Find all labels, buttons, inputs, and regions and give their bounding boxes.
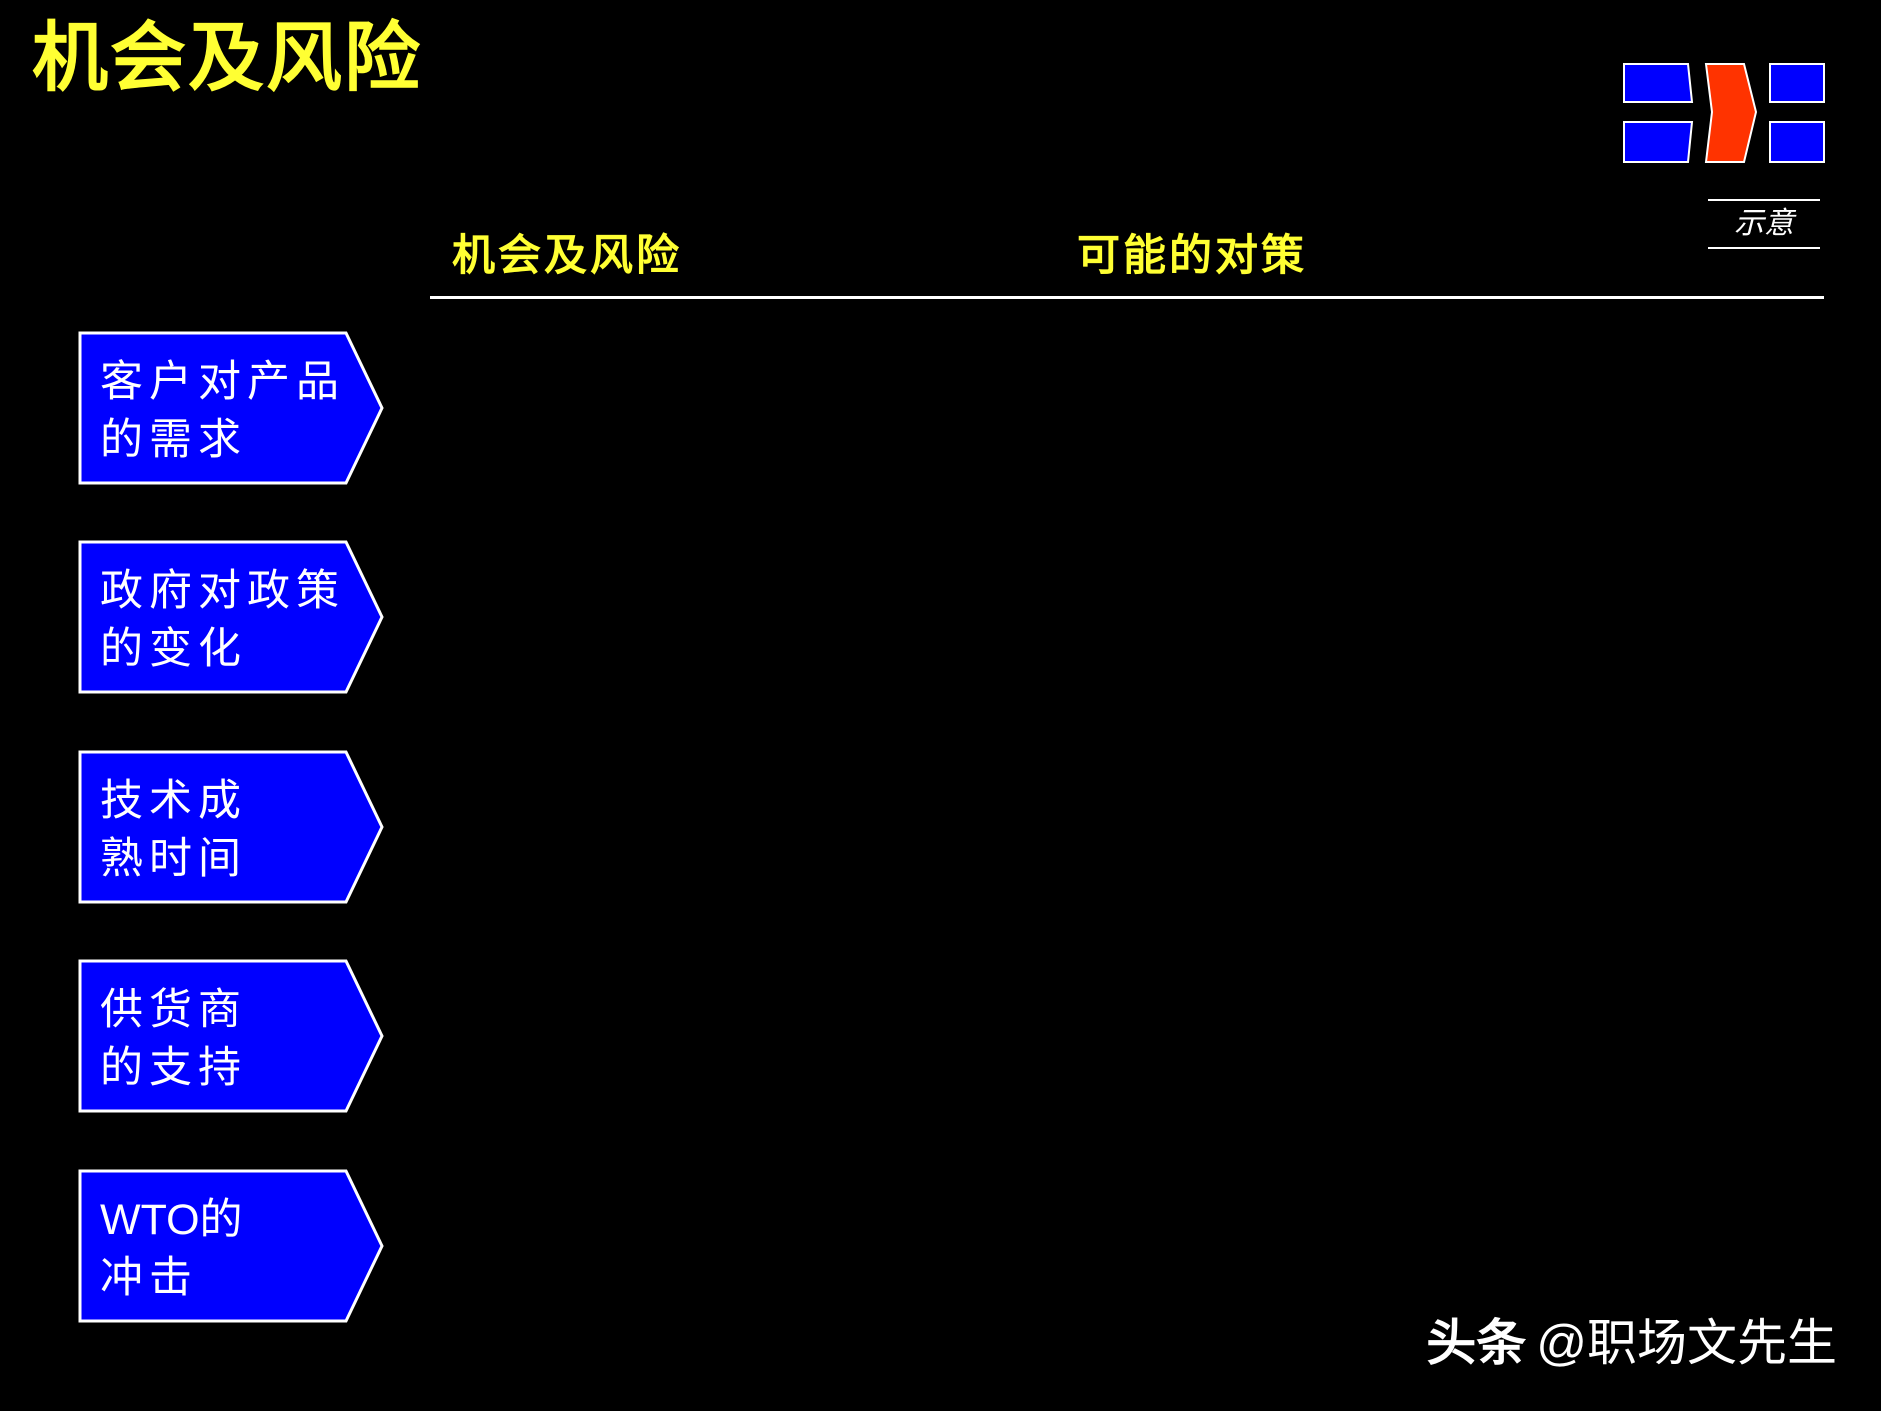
factor-supplier-support: 供货商 的支持: [78, 959, 386, 1113]
watermark-brand: 头条: [1426, 1315, 1527, 1371]
factor-chevron-shape: [78, 331, 384, 485]
factor-label: 客户对产品 的需求: [100, 353, 350, 469]
factor-chevron-shape: [78, 540, 384, 694]
factor-label: 政府对政策 的变化: [100, 562, 350, 678]
factor-policy-change: 政府对政策 的变化: [78, 540, 386, 694]
header-divider: [430, 296, 1824, 299]
page-title: 机会及风险: [32, 13, 422, 102]
factor-label-line: 的需求: [100, 415, 247, 465]
process-flow-logo-icon: [1623, 63, 1825, 163]
factor-label-line: 客户对产品: [100, 357, 345, 407]
factor-customer-demand: 客户对产品 的需求: [78, 331, 386, 485]
factor-chevron-shape: [78, 750, 384, 904]
factor-label-line: 技术成: [100, 776, 247, 826]
factor-label: 供货商 的支持: [100, 981, 350, 1097]
factor-wto-impact: WTO的 冲击: [78, 1169, 386, 1323]
column-header-risk: 机会及风险: [452, 231, 682, 281]
factor-tech-maturity: 技术成 熟时间: [78, 750, 386, 904]
factor-label-line: 政府对政策: [100, 566, 345, 616]
factor-label-line: 供货商: [100, 985, 247, 1035]
factor-label: 技术成 熟时间: [100, 772, 350, 888]
watermark: 头条@职场文先生: [1426, 1303, 1837, 1375]
factor-chevron-shape: [78, 959, 384, 1113]
factor-chevron-shape: [78, 1169, 384, 1323]
column-header-strategy: 可能的对策: [1077, 231, 1307, 281]
factor-label-line: WTO的: [100, 1196, 243, 1244]
factor-label-line: 的支持: [100, 1043, 247, 1093]
illustrative-badge: 示意: [1708, 199, 1820, 249]
factor-label-line: 熟时间: [100, 834, 247, 884]
watermark-handle: @职场文先生: [1536, 1315, 1837, 1371]
factor-label-line: 冲击: [100, 1253, 198, 1303]
factor-label-line: 的变化: [100, 624, 247, 674]
factor-label: WTO的 冲击: [100, 1191, 350, 1307]
